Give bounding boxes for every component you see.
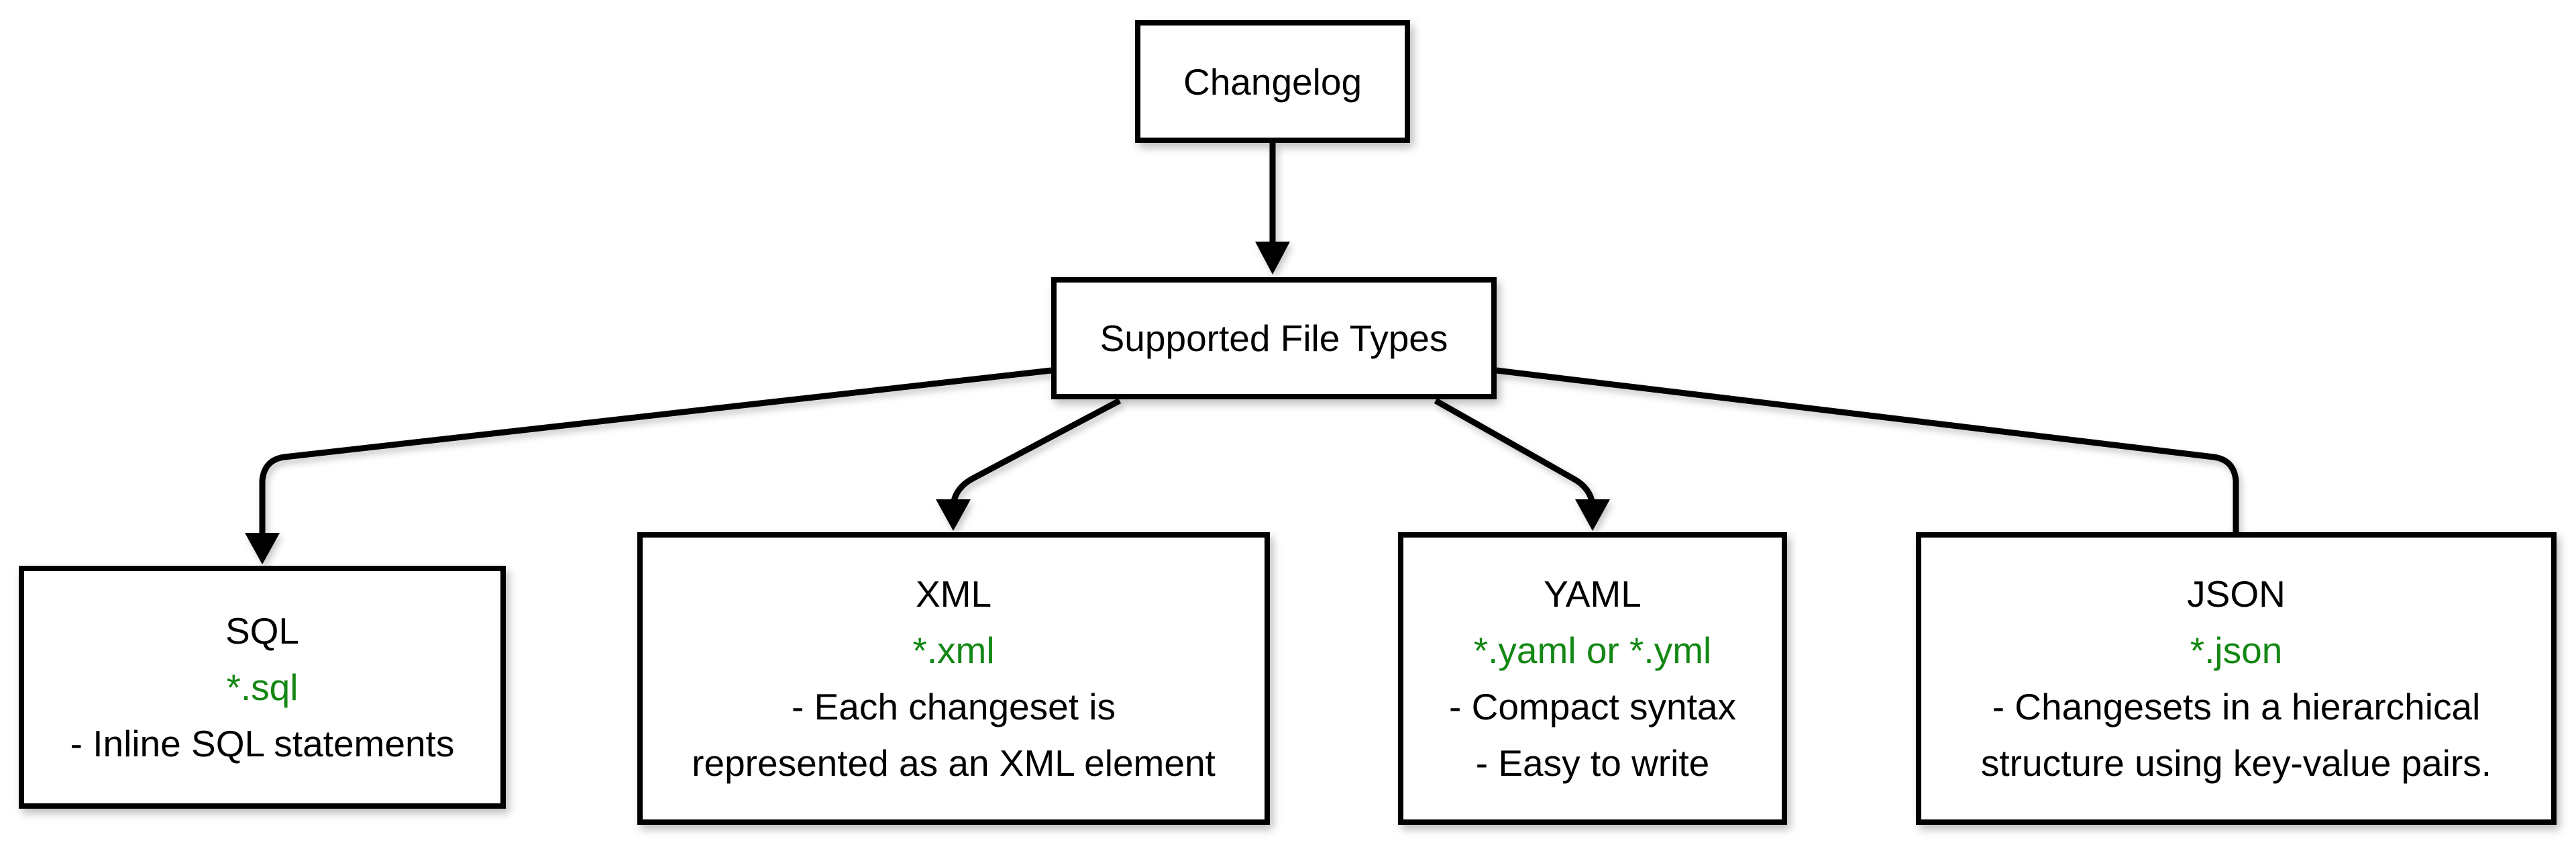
node-detail-line: - Compact syntax bbox=[1449, 686, 1736, 727]
node-json: JSON *.json - Changesets in a hierarchical… bbox=[1916, 532, 2557, 825]
connector-hub-to-sql bbox=[259, 367, 1052, 534]
node-sql: SQL *.sql - Inline SQL statements bbox=[19, 566, 506, 809]
node-detail-line: - Each changeset is bbox=[791, 686, 1116, 727]
node-changelog: Changelog bbox=[1135, 20, 1410, 143]
node-detail-line: - Inline SQL statements bbox=[70, 723, 455, 764]
file-pattern: *.xml bbox=[912, 630, 995, 671]
connector-hub-to-xml bbox=[950, 398, 1122, 505]
arrowhead-down-xml bbox=[936, 499, 971, 531]
node-detail-line: - Easy to write bbox=[1475, 742, 1710, 784]
node-title: YAML bbox=[1544, 573, 1642, 615]
node-title: JSON bbox=[2187, 573, 2286, 615]
file-pattern: *.yaml or *.yml bbox=[1473, 630, 1712, 671]
file-pattern: *.json bbox=[2190, 630, 2283, 671]
node-detail-line: - Changesets in a hierarchical bbox=[1992, 686, 2481, 727]
file-pattern: *.sql bbox=[226, 666, 299, 708]
arrowhead-down-hub bbox=[1255, 242, 1290, 274]
node-title: SQL bbox=[225, 610, 300, 652]
arrowhead-down-yaml bbox=[1575, 499, 1610, 531]
arrowhead-down-sql bbox=[245, 533, 280, 564]
node-xml: XML *.xml - Each changeset is represented a… bbox=[637, 532, 1270, 825]
node-yaml: YAML *.yaml or *.yml - Compact syntax - Eas… bbox=[1398, 532, 1787, 825]
connector-hub-to-yaml bbox=[1434, 398, 1596, 505]
node-supported-file-types: Supported File Types bbox=[1051, 277, 1497, 399]
node-title: XML bbox=[915, 573, 992, 615]
node-title: Changelog bbox=[1183, 60, 1362, 103]
node-title: Supported File Types bbox=[1099, 317, 1448, 359]
connector-hub-to-json bbox=[1496, 367, 2239, 534]
node-detail-line: represented as an XML element bbox=[692, 742, 1216, 784]
node-detail-line: structure using key-value pairs. bbox=[1980, 742, 2492, 784]
